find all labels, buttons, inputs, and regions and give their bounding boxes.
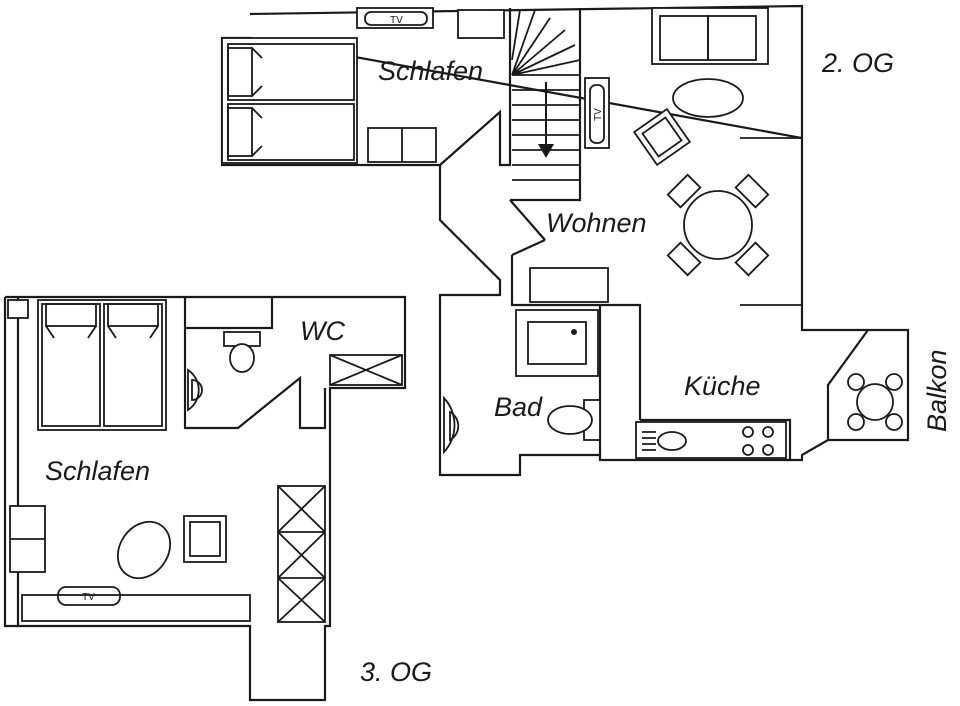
wc-door-swing xyxy=(187,368,200,412)
sofa xyxy=(9,505,46,573)
coffee-table xyxy=(672,78,744,118)
armchair xyxy=(183,515,227,563)
corner-cabinet xyxy=(7,299,29,319)
floor-2-outer-wall xyxy=(220,4,910,477)
tv-label: TV xyxy=(82,592,95,603)
tv-board: TV xyxy=(21,586,251,622)
room-label-bedroom-2og: Schlafen xyxy=(378,56,483,86)
double-bed-floor-3 xyxy=(37,299,167,431)
dining-table xyxy=(666,173,770,277)
coffee-table xyxy=(116,520,172,580)
living-door-stub xyxy=(740,137,802,306)
bedroom-dresser xyxy=(367,127,437,163)
floor-3-outer-wall xyxy=(5,295,407,702)
floor-level-label-3og: 3. OG xyxy=(360,657,432,687)
bedroom-cabinet xyxy=(457,9,505,39)
tv-label: TV xyxy=(390,15,403,26)
armchair xyxy=(632,107,692,167)
floor-3-plan: TV Schlafen WC 3. OG xyxy=(3,295,432,702)
room-label-bath: Bad xyxy=(494,392,543,422)
room-label-kitchen: Küche xyxy=(684,371,761,401)
stair-arrow-icon xyxy=(538,82,554,158)
shaft-box xyxy=(329,354,403,386)
room-label-wc: WC xyxy=(300,316,345,346)
floor-level-label-2og: 2. OG xyxy=(821,48,894,78)
bath-door-swing xyxy=(443,395,456,455)
room-label-living: Wohnen xyxy=(546,208,647,238)
floor-2-plan: TV TV xyxy=(220,4,952,477)
double-bed-floor-2 xyxy=(221,37,358,164)
shower xyxy=(515,309,599,377)
balcony-table xyxy=(847,373,903,431)
toilet-icon xyxy=(547,399,601,441)
floor-2-bedroom-wall xyxy=(439,8,512,167)
toilet-icon xyxy=(223,331,261,373)
wardrobe xyxy=(277,485,326,623)
tv-icon: TV xyxy=(584,77,610,149)
tv-label: TV xyxy=(593,108,604,121)
tv-icon: TV xyxy=(356,7,434,29)
kitchen-wall xyxy=(640,329,869,460)
room-label-balcony: Balkon xyxy=(922,349,952,432)
wc-wall xyxy=(183,297,327,430)
sofa xyxy=(651,7,769,65)
bath-counter xyxy=(529,267,609,303)
kitchen-counter xyxy=(635,421,787,459)
room-label-bedroom-3og: Schlafen xyxy=(45,456,150,486)
